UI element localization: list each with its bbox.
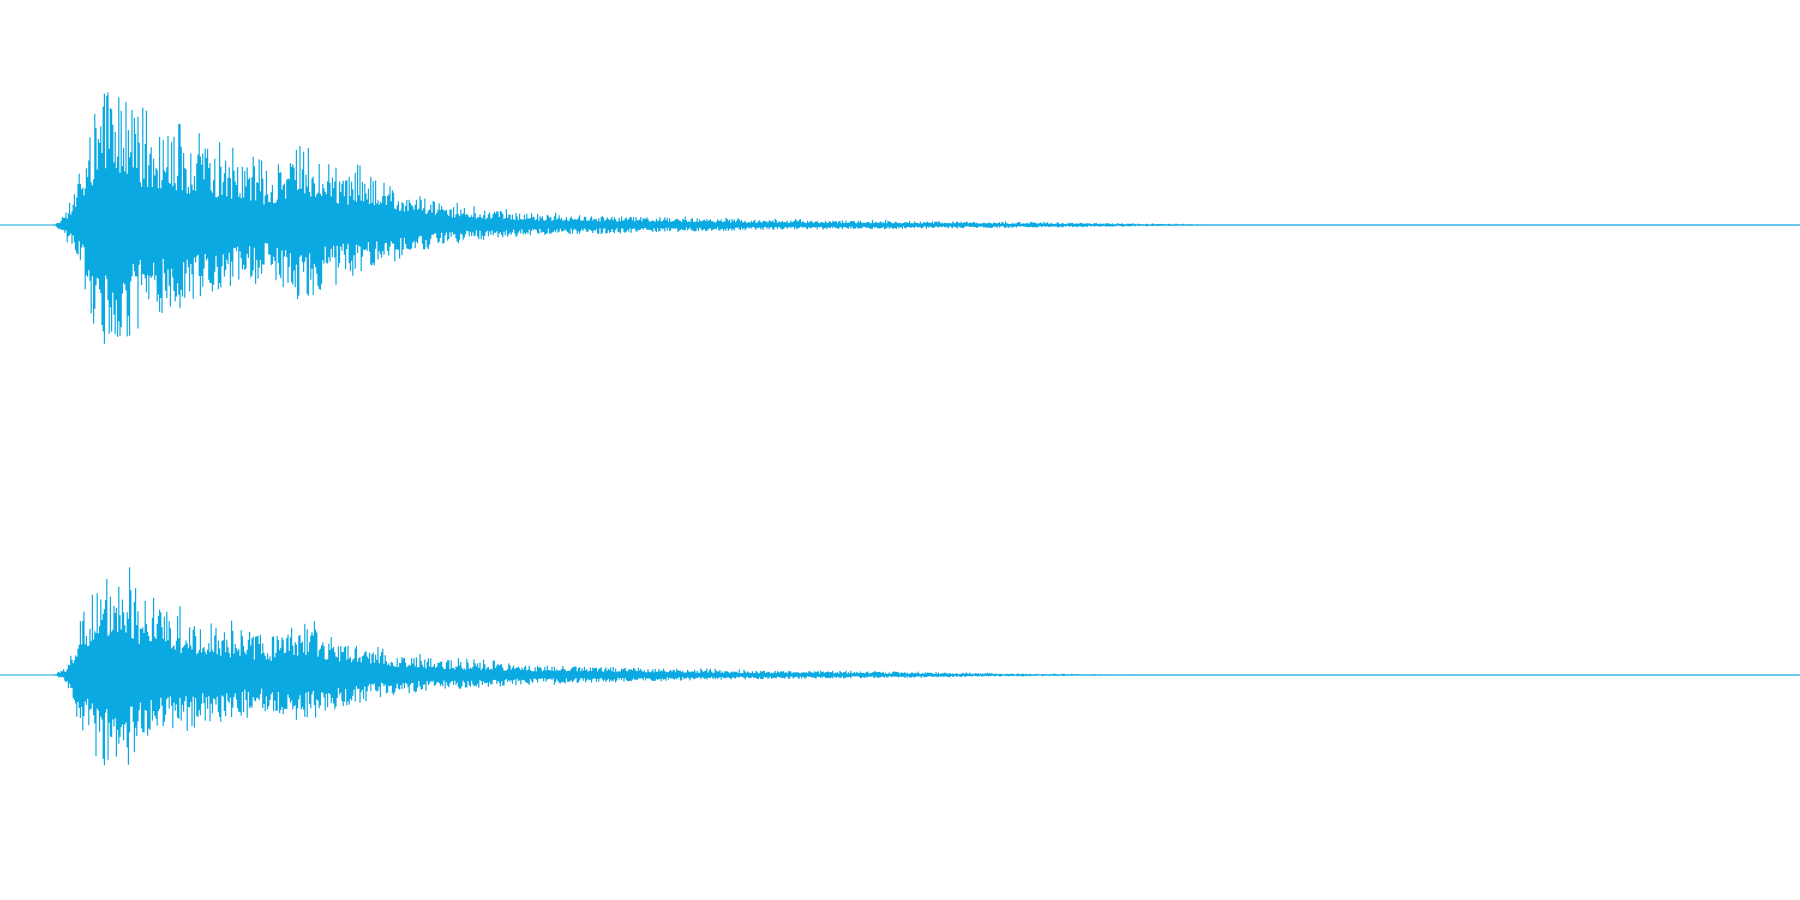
channel-1-waveform xyxy=(53,92,1800,344)
channel-2-waveform xyxy=(53,567,1800,766)
channel-1-track xyxy=(0,92,1800,344)
channel-2-track xyxy=(0,567,1800,766)
